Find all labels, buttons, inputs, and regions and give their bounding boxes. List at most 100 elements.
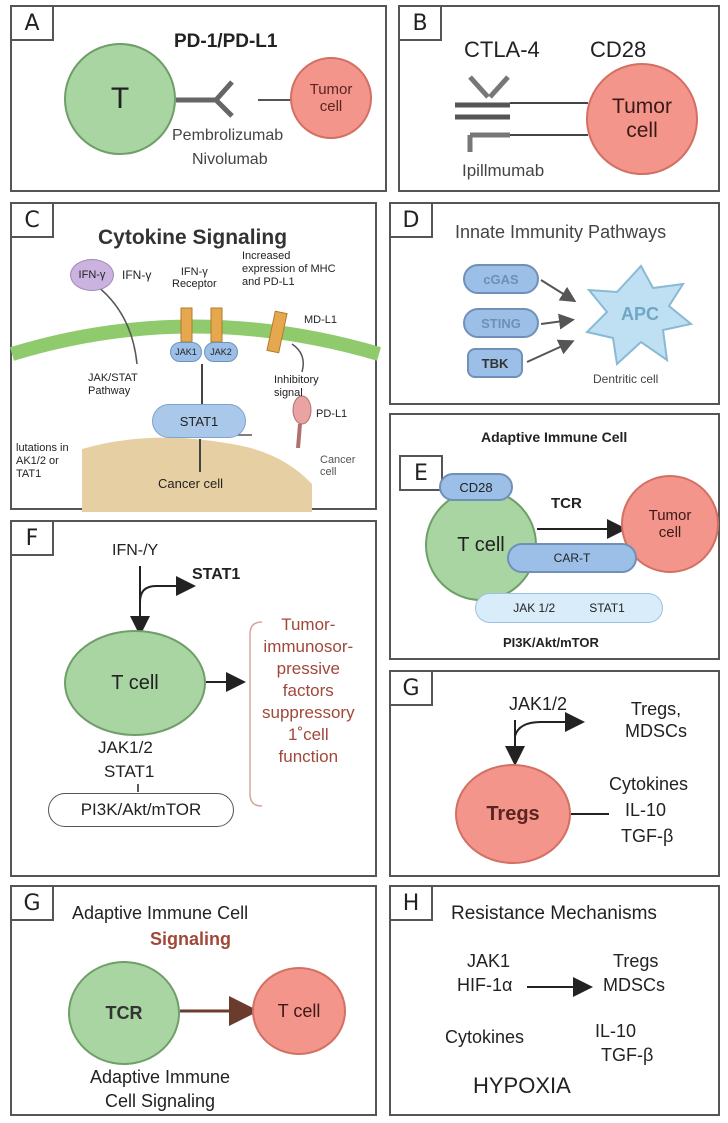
cytokines-label: Cytokines: [609, 774, 689, 794]
tgf-label: TGF-β: [621, 826, 674, 846]
hif-label: HIF-1α: [457, 975, 513, 995]
dendritic-cell-label: Dentritic cell: [593, 372, 659, 386]
panel-label: C: [10, 202, 54, 238]
hypoxia-label: HYPOXIA: [473, 1073, 571, 1098]
t-cell-label: T cell: [277, 1000, 321, 1021]
jak1-label: JAK1: [467, 951, 511, 971]
resistance-arrow: [527, 977, 593, 997]
tbk-label: TBK: [481, 355, 509, 371]
panel-e: E Adaptive Immune Cell T cell CD28 TCR T…: [389, 413, 720, 660]
mdl1-label: MD-L1: [304, 314, 338, 326]
panel-d: D Innate Immunity Pathways cGAS STING TB…: [389, 202, 720, 405]
cancer-cell-side-label: Cancer cell: [320, 454, 356, 478]
panel-g-right: G JAK1/2 Tregs, MDSCs Tregs Cytokines IL…: [389, 670, 720, 877]
cgas-node: cGAS: [463, 264, 539, 294]
panel-title: Adaptive Immune Cell: [481, 429, 628, 445]
tgf-label: TGF-β: [601, 1045, 654, 1065]
tregs-label: Tregs: [486, 802, 540, 825]
tcr-label: TCR: [551, 495, 582, 512]
cgas-label: cGAS: [483, 271, 519, 287]
ifn-gamma-molecule-label: IFN-γ: [78, 269, 106, 281]
jak-label: JAK1/2: [98, 738, 153, 757]
increased-expression-label: Increased expression of MHC and PD-L1: [242, 250, 336, 288]
tumor-cell-label: Tumor cell: [648, 507, 692, 541]
panel-c: C Cytokine Signaling IFN-γ IFN-γ IFN-γ R…: [9, 202, 381, 512]
apc-shape: [585, 264, 694, 367]
panel-label: E: [399, 455, 443, 491]
t-cell: T cell: [252, 967, 346, 1055]
mutations-label: lutations in AK1/2 or TAT1: [16, 442, 69, 480]
panel-label: G: [389, 670, 433, 706]
drug-ipilimumab: Ipillmumab: [462, 161, 545, 180]
receptor-label: IFN-γ Receptor: [172, 266, 217, 290]
suppressive-factors-label: Tumor- immunosor- pressive factors suppr…: [262, 615, 355, 766]
tcr-arrow: [537, 519, 627, 539]
pathway-label: PI3K/Akt/mTOR: [503, 635, 599, 650]
t-cell-label: T cell: [111, 671, 159, 694]
panel-a: A PD-1/PD-L1 T Tumor cell Pembrolizumab …: [10, 5, 387, 192]
jak1-label: JAK1: [175, 347, 197, 357]
pathway-box: PI3K/Akt/mTOR: [48, 793, 234, 827]
stat1-top-label: STAT1: [192, 566, 241, 583]
pd-l1-label: PD-L1: [316, 408, 348, 420]
cd28-label: CD28: [590, 37, 647, 62]
panel-label: H: [389, 885, 433, 921]
cd28-node: CD28: [439, 473, 513, 501]
mdscs-label: MDSCs: [603, 975, 665, 995]
tregs-mdscs-label: Tregs, MDSCs: [625, 699, 687, 741]
tbk-node: TBK: [467, 348, 523, 378]
panel-title: Adaptive Immune Cell: [72, 903, 249, 923]
il10-label: IL-10: [625, 800, 667, 820]
panel-label: D: [389, 202, 433, 238]
signaling-label: Signaling: [150, 929, 231, 949]
t-cell: T: [64, 43, 176, 155]
tcr-cell: TCR: [68, 961, 180, 1065]
drug-pembrolizumab: Pembrolizumab: [172, 127, 284, 144]
car-t-node: CAR-T: [507, 543, 637, 573]
innate-pathway-arrows: [526, 264, 694, 367]
cytokine-diagram: [9, 285, 381, 512]
panel-label: A: [10, 5, 54, 41]
panel-title: PD-1/PD-L1: [174, 31, 278, 52]
cytokines-label: Cytokines: [445, 1027, 525, 1047]
panel-label: G: [10, 885, 54, 921]
t-cell-label: T: [110, 82, 130, 115]
stat1-label: STAT1: [104, 762, 155, 781]
receptor-diagram: [455, 75, 588, 152]
panel-g-left: G Adaptive Immune Cell Signaling TCR T c…: [10, 885, 377, 1116]
t-cell-signaling-arrows: [130, 566, 263, 807]
tumor-cell-label: Tumor cell: [612, 95, 672, 142]
tregs-arrows: [505, 712, 609, 815]
jak1-node: JAK1: [170, 342, 202, 362]
ctla4-label: CTLA-4: [464, 37, 540, 62]
tumor-cell: Tumor cell: [290, 57, 372, 139]
panel-b: B CTLA-4 CD28 Tumor cell Ipillmumab: [398, 5, 720, 192]
ifn-gamma-label: IFN-γ: [122, 268, 152, 282]
antibody-connector: [176, 80, 292, 118]
tcr-label: TCR: [105, 1002, 143, 1023]
tumor-cell-label: Tumor cell: [309, 81, 353, 115]
inhibitory-signal-label: Inhibitory signal: [274, 374, 319, 399]
car-t-label: CAR-T: [553, 551, 591, 565]
tumor-cell: Tumor cell: [621, 475, 719, 573]
t-cell-label: T cell: [457, 533, 505, 556]
tumor-cell: Tumor cell: [586, 63, 698, 175]
ifn-gamma-molecule: IFN-γ: [70, 259, 114, 291]
panel-h: H Resistance Mechanisms JAK1 HIF-1α Treg…: [389, 885, 720, 1116]
apc-label: APC: [621, 304, 660, 324]
tregs-cell: Tregs: [455, 764, 571, 864]
panel-title: Innate Immunity Pathways: [455, 222, 667, 242]
stat1-label: STAT1: [589, 601, 625, 615]
jak-stat-pathway-label: JAK/STAT Pathway: [88, 372, 138, 397]
sting-label: STING: [481, 315, 521, 331]
t-cell: T cell: [64, 630, 206, 736]
panel-title: Cytokine Signaling: [98, 226, 288, 249]
panel-title: Resistance Mechanisms: [451, 903, 657, 924]
cancer-cell-label: Cancer cell: [158, 476, 224, 491]
il10-label: IL-10: [595, 1021, 637, 1041]
jak-label: JAK 1/2: [513, 601, 556, 615]
stat1-node: STAT1: [152, 404, 246, 438]
pathway-label: PI3K/Akt/mTOR: [80, 800, 202, 819]
panel-f: F IFN-/Υ STAT1 T cell Tumor- immunosor- …: [10, 520, 377, 877]
cd28-label: CD28: [459, 479, 493, 495]
